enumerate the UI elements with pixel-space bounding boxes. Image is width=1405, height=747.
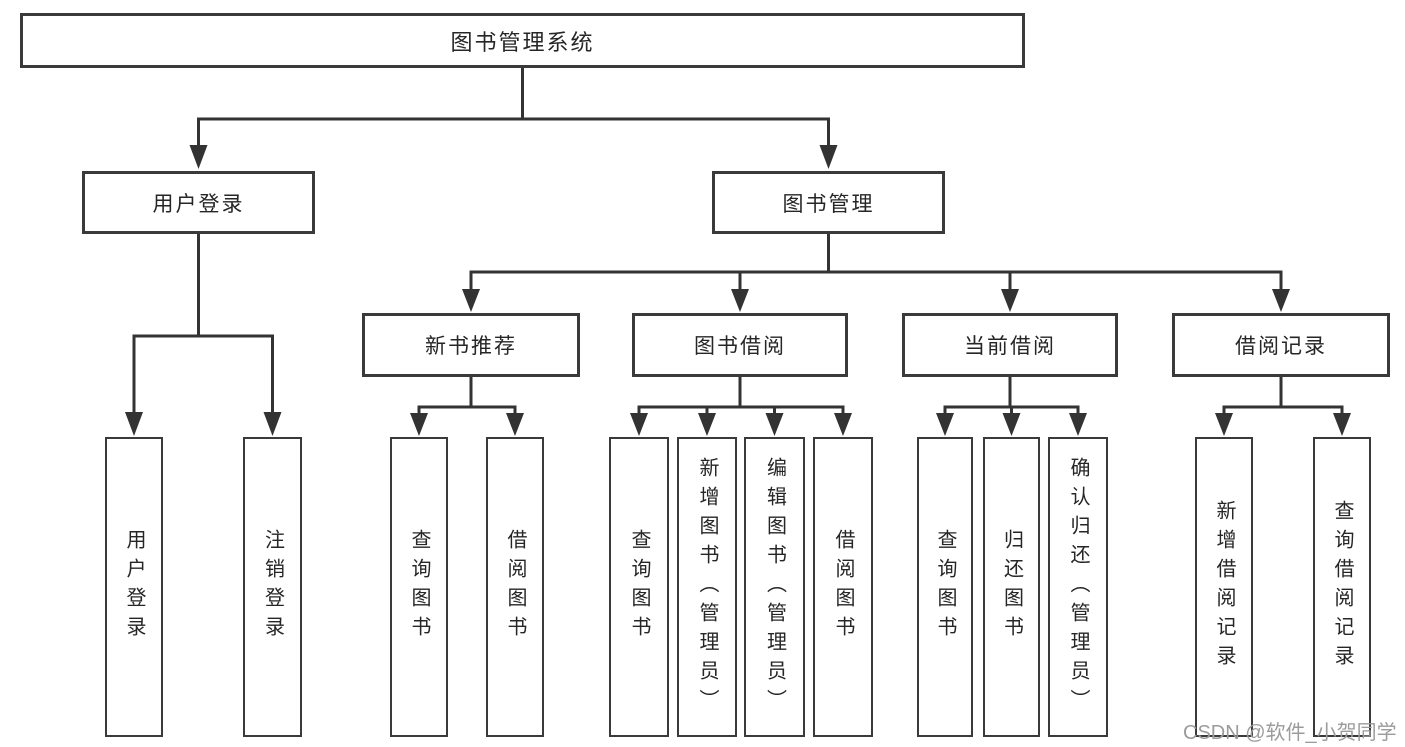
connector-new-book: [417, 377, 517, 414]
connector-user-login: [132, 234, 274, 414]
leaf-edit-books-admin: 编辑图书（管理员）: [744, 437, 805, 737]
leaf-confirm-return-admin: 确认归还（管理员）: [1048, 437, 1108, 737]
leaf-label: 用户登录: [123, 529, 145, 645]
leaf-label: 新增借阅记录: [1213, 500, 1235, 674]
node-book-management: 图书管理: [712, 171, 945, 234]
node-label: 当前借阅: [964, 335, 1056, 358]
leaf-borrow-books-recommend: 借阅图书: [486, 437, 544, 737]
leaf-query-books-current: 查询图书: [917, 437, 973, 737]
connector-borrow-record: [1222, 377, 1344, 414]
connector-current-borrow: [943, 377, 1080, 414]
leaf-label: 借阅图书: [504, 529, 526, 645]
node-user-login: 用户登录: [82, 171, 315, 234]
leaf-label: 查询图书: [934, 529, 956, 645]
leaf-label: 注销登录: [261, 529, 284, 645]
node-label: 图书管理系统: [450, 29, 595, 55]
leaf-label: 查询图书: [628, 529, 650, 645]
leaf-query-books-borrow: 查询图书: [609, 437, 669, 737]
node-label: 图书借阅: [694, 335, 786, 358]
node-label: 用户登录: [152, 192, 245, 216]
arrowheads: [125, 145, 1351, 436]
node-library-management-system: 图书管理系统: [20, 13, 1025, 68]
node-book-borrow: 图书借阅: [632, 313, 848, 377]
node-new-book-recommend: 新书推荐: [362, 313, 580, 377]
leaf-query-borrow-record: 查询借阅记录: [1313, 437, 1371, 737]
node-current-borrow: 当前借阅: [902, 313, 1118, 377]
leaf-query-books-recommend: 查询图书: [390, 437, 448, 737]
leaf-borrow-books: 借阅图书: [813, 437, 873, 737]
node-label: 图书管理: [782, 192, 875, 216]
leaf-label: 归还图书: [1000, 529, 1023, 645]
leaf-label: 确认归还（管理员）: [1067, 456, 1089, 718]
connector-root: [197, 68, 830, 147]
node-borrow-records: 借阅记录: [1172, 313, 1390, 377]
leaf-user-login: 用户登录: [105, 437, 163, 737]
leaf-label: 查询借阅记录: [1331, 500, 1353, 674]
leaf-add-borrow-record: 新增借阅记录: [1195, 437, 1253, 737]
leaf-return-books: 归还图书: [983, 437, 1040, 737]
leaf-label: 借阅图书: [832, 529, 854, 645]
node-label: 新书推荐: [425, 335, 517, 358]
node-label: 借阅记录: [1235, 335, 1327, 358]
leaf-logout: 注销登录: [243, 437, 302, 737]
leaf-label: 查询图书: [408, 529, 430, 645]
connector-book-management: [469, 234, 1283, 290]
leaf-add-books-admin: 新增图书（管理员）: [677, 437, 737, 737]
leaf-label: 编辑图书（管理员）: [763, 456, 786, 718]
connector-book-borrow: [637, 377, 845, 414]
leaf-label: 新增图书（管理员）: [696, 456, 718, 718]
csdn-watermark: CSDN @软件_小贺同学: [1183, 722, 1397, 744]
